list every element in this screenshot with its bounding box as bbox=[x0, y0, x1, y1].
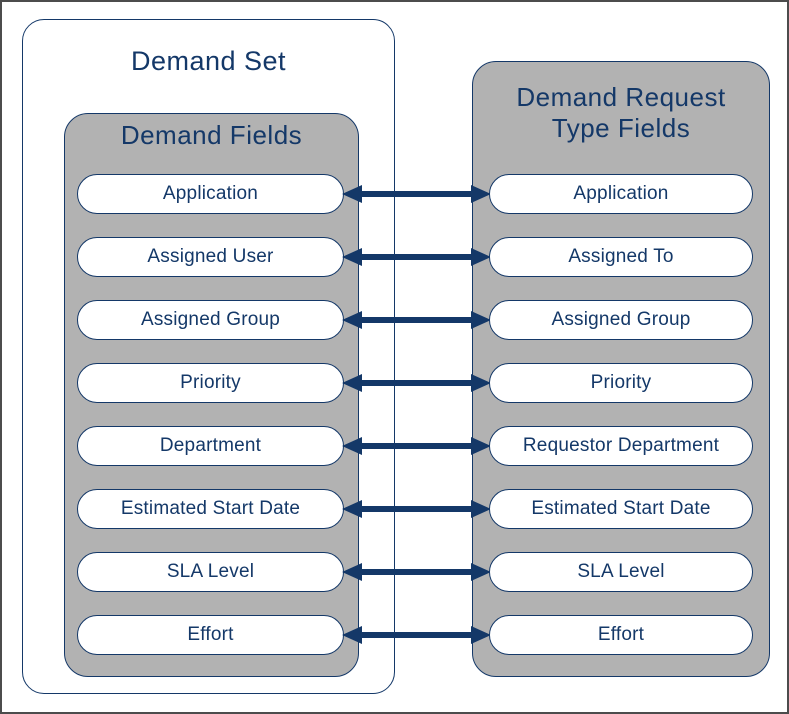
arrow-shaft bbox=[361, 380, 472, 386]
arrow-right-head-icon bbox=[471, 626, 491, 644]
bidirectional-arrow bbox=[342, 311, 491, 329]
field-mapping-row: Department Requestor Department bbox=[77, 426, 753, 466]
demand-field-pill: Estimated Start Date bbox=[77, 489, 344, 529]
demand-request-type-fields-title: Demand Request Type Fields bbox=[472, 82, 770, 144]
arrow-shaft bbox=[361, 317, 472, 323]
field-mapping-row: Application Application bbox=[77, 174, 753, 214]
bidirectional-arrow bbox=[342, 248, 491, 266]
request-type-field-pill: SLA Level bbox=[489, 552, 753, 592]
field-mapping-row: Estimated Start Date Estimated Start Dat… bbox=[77, 489, 753, 529]
request-type-field-pill: Assigned Group bbox=[489, 300, 753, 340]
arrow-right-head-icon bbox=[471, 185, 491, 203]
arrow-right-head-icon bbox=[471, 563, 491, 581]
request-type-field-pill: Estimated Start Date bbox=[489, 489, 753, 529]
arrow-shaft bbox=[361, 191, 472, 197]
right-title-line1: Demand Request bbox=[516, 82, 726, 112]
field-mapping-row: SLA Level SLA Level bbox=[77, 552, 753, 592]
demand-fields-title: Demand Fields bbox=[120, 120, 303, 150]
arrow-shaft bbox=[361, 254, 472, 260]
request-type-field-pill: Effort bbox=[489, 615, 753, 655]
bidirectional-arrow bbox=[342, 437, 491, 455]
arrow-left-head-icon bbox=[342, 185, 362, 203]
bidirectional-arrow bbox=[342, 563, 491, 581]
demand-field-pill: SLA Level bbox=[77, 552, 344, 592]
demand-field-pill: Application bbox=[77, 174, 344, 214]
arrow-right-head-icon bbox=[471, 311, 491, 329]
demand-set-title: Demand Set bbox=[130, 46, 287, 76]
arrow-left-head-icon bbox=[342, 374, 362, 392]
field-mapping-row: Effort Effort bbox=[77, 615, 753, 655]
arrow-right-head-icon bbox=[471, 374, 491, 392]
request-type-field-pill: Priority bbox=[489, 363, 753, 403]
arrow-left-head-icon bbox=[342, 500, 362, 518]
field-mapping-row: Assigned User Assigned To bbox=[77, 237, 753, 277]
right-title-line2: Type Fields bbox=[551, 113, 691, 143]
bidirectional-arrow bbox=[342, 626, 491, 644]
demand-field-pill: Effort bbox=[77, 615, 344, 655]
field-mapping-row: Priority Priority bbox=[77, 363, 753, 403]
demand-field-pill: Assigned User bbox=[77, 237, 344, 277]
arrow-left-head-icon bbox=[342, 563, 362, 581]
arrow-left-head-icon bbox=[342, 311, 362, 329]
arrow-left-head-icon bbox=[342, 437, 362, 455]
request-type-field-pill: Assigned To bbox=[489, 237, 753, 277]
bidirectional-arrow bbox=[342, 500, 491, 518]
demand-field-pill: Assigned Group bbox=[77, 300, 344, 340]
arrow-shaft bbox=[361, 632, 472, 638]
demand-field-pill: Department bbox=[77, 426, 344, 466]
field-mapping-row: Assigned Group Assigned Group bbox=[77, 300, 753, 340]
arrow-right-head-icon bbox=[471, 437, 491, 455]
demand-field-pill: Priority bbox=[77, 363, 344, 403]
bidirectional-arrow bbox=[342, 374, 491, 392]
arrow-left-head-icon bbox=[342, 626, 362, 644]
request-type-field-pill: Requestor Department bbox=[489, 426, 753, 466]
arrow-right-head-icon bbox=[471, 248, 491, 266]
arrow-right-head-icon bbox=[471, 500, 491, 518]
arrow-shaft bbox=[361, 506, 472, 512]
arrow-shaft bbox=[361, 569, 472, 575]
request-type-field-pill: Application bbox=[489, 174, 753, 214]
arrow-shaft bbox=[361, 443, 472, 449]
field-mapping-rows: Application Application Assigned User As… bbox=[77, 174, 753, 655]
bidirectional-arrow bbox=[342, 185, 491, 203]
arrow-left-head-icon bbox=[342, 248, 362, 266]
